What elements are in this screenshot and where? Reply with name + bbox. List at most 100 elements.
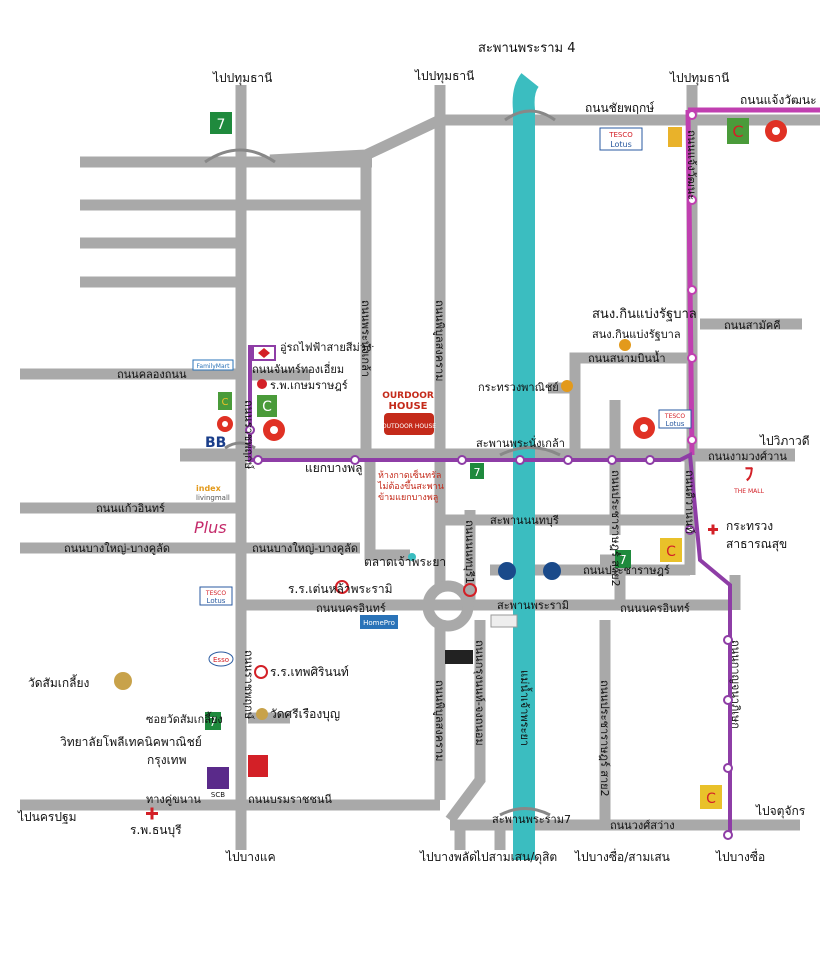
label-nakhon-in-1: ถนนนครอินทร์	[316, 602, 386, 615]
bts-depot-icon	[252, 345, 276, 361]
station	[350, 455, 360, 465]
central-flower-logo-icon	[263, 419, 285, 441]
livingmall-label: livingmall	[196, 494, 230, 502]
small-store-logo-icon	[490, 614, 518, 628]
label-ministry-2: สาธารณสุข	[726, 537, 787, 552]
red-cross-icon	[708, 524, 718, 535]
label-pracharat-sai2-b: ถนนประชาราษฎร์ สาย2	[598, 680, 611, 797]
station	[515, 455, 525, 465]
pink-line-vertical	[685, 109, 695, 456]
orange-dot-icon	[561, 380, 573, 392]
bridge-arch-1	[204, 148, 276, 164]
label-to-bangkhae: ไปบางแค	[225, 850, 276, 864]
bigc-logo-icon: C	[727, 118, 749, 144]
label-chaeng-rd-2: ถนนพิบูลสงคราม	[433, 680, 446, 761]
school-s-icon	[254, 665, 268, 679]
esso-label: Esso	[213, 656, 229, 664]
svg-text:7: 7	[619, 553, 627, 567]
svg-text:C: C	[262, 399, 272, 415]
station	[607, 455, 617, 465]
svg-text:C: C	[732, 122, 743, 141]
label-bridge-rama5: สะพานพระรามิ	[497, 599, 569, 612]
svg-text:C: C	[222, 397, 229, 408]
bigc-logo-icon: C	[218, 392, 232, 410]
label-rr-tenla: ร.ร.เต่นหล้าพระรามิ	[288, 582, 393, 596]
stations	[245, 110, 733, 840]
label-nakhon-in-2: ถนนนครอินทร์	[620, 602, 690, 615]
red-cross-icon	[146, 807, 158, 820]
central-flower-logo-icon	[765, 120, 787, 142]
label-nonthaburi-1: ถนนนนทบุรี1	[463, 520, 476, 584]
label-to-vibhavadi: ไปวิภาวดี	[759, 434, 810, 448]
lotus-label: Lotus	[610, 140, 632, 149]
station	[687, 435, 697, 445]
label-bang-yai-1: ถนนบางใหญ่-บางคูลัด	[64, 542, 170, 555]
temple-icon	[256, 708, 268, 720]
label-govt-lottery-1: สนง.กินแบ่งรัฐบาล	[592, 307, 697, 322]
label-thiwanon2: ถนนกาญจนาภิเษก	[729, 640, 742, 729]
label-river: แม่น้ำเจ้าพระยา	[518, 670, 533, 746]
esso-logo-icon: Esso	[208, 651, 234, 667]
station	[245, 425, 255, 435]
red-store-logo-icon	[248, 755, 268, 777]
label-talad-chao-phraya: ตลาดเจ้าพระยา	[364, 555, 446, 569]
label-to-nakhonpathom: ไปนครปฐม	[17, 810, 76, 824]
seven-eleven-logo-icon: 7	[615, 550, 631, 568]
label-bridge-rama4: สะพานพระราม 4	[478, 41, 575, 56]
scb-label: SCB	[211, 791, 225, 799]
label-kaeo-in: ถนนแก้วอินทร์	[96, 502, 165, 515]
label-polytech-2: กรุงเทพ	[147, 753, 187, 768]
tesco-lotus-logo-icon: TESCO Lotus	[199, 586, 233, 606]
bigc-logo-icon: C	[660, 538, 682, 562]
seven-eleven-logo-icon: 7	[205, 712, 221, 730]
dark-store-logo-icon	[445, 650, 473, 664]
label-to-samsen: ไปสามเสน/ดุสิต	[474, 850, 557, 865]
label-samakkhi: ถนนสามัคคี	[724, 319, 781, 332]
familymart-label: FamilyMart	[197, 363, 231, 370]
orange-dot-icon	[619, 339, 631, 351]
purple-line	[248, 345, 732, 835]
tesco-label: TESCO	[664, 413, 685, 420]
station	[687, 353, 697, 363]
scb-logo-icon: SCB	[207, 767, 229, 799]
mall-label: THE MALL	[733, 488, 764, 495]
road-v370	[364, 460, 410, 561]
label-outdoor-note-2: ไม่ต้องขึ้นสะพาน	[377, 479, 444, 492]
chao-phraya-river	[512, 73, 540, 860]
vertical-labels: ถนนราชพฤกษ์ ถนนราชพฤกษ์ ถนนพระนั่งเกล้า …	[242, 130, 742, 797]
label-bypass: ถนนพระนั่งเกล้า	[359, 300, 374, 377]
outdoor-label-1: OURDOOR	[382, 391, 434, 401]
station	[723, 830, 733, 840]
red-cross-icon	[257, 379, 267, 389]
label-jaengwattana: ถนนแจ้งวัฒนะ	[740, 93, 817, 107]
label-ratchapruek-2: ถนนราชพฤกษ์	[242, 650, 255, 719]
label-wat-sri: วัดศรีเรืองบุญ	[270, 707, 340, 722]
label-to-pathum-3: ไปปทุมธานี	[669, 71, 729, 86]
label-pracharat-sai2: ถนนประชาราษฎร์ สาย2	[609, 470, 622, 587]
station	[687, 285, 697, 295]
road-v480	[445, 620, 486, 824]
label-chaeng-rd: ถนนพิบูลสงคราม	[433, 300, 446, 381]
lotus-label: Lotus	[666, 420, 685, 428]
label-borom: ถนนบรมราชชนนี	[248, 793, 332, 806]
bb-label: BB	[205, 435, 226, 451]
station	[253, 455, 263, 465]
bridge-arch-rama4	[504, 109, 556, 122]
label-sanambinnam: ถนนสนามบินน้ำ	[588, 350, 666, 365]
label-to-pathum-2: ไปปทุมธานี	[414, 69, 474, 84]
svg-text:7: 7	[209, 715, 217, 729]
tesco-lotus-logo-icon: TESCO Lotus	[658, 409, 692, 429]
homepro-label: HomePro	[363, 619, 395, 627]
bridges	[204, 109, 561, 817]
label-tiwanon: ถนนติวานนท์	[683, 470, 696, 534]
plus-label: Plus	[194, 518, 227, 537]
road-top-diag	[269, 114, 515, 166]
gold-logo-icon	[668, 127, 682, 147]
label-to-bangsue-samsen: ไปบางซื่อ/สามเสน	[574, 848, 670, 864]
label-to-bangsue: ไปบางซื่อ	[715, 848, 765, 864]
bridge-arch-phranang	[499, 446, 561, 457]
label-govt-lottery-2: สนง.กินแบ่งรัฐบาล	[592, 328, 681, 341]
svg-text:ﾌ: ﾌ	[745, 464, 754, 485]
label-purple-depot: อู่รถไฟฟ้าสายสีม่วง	[280, 341, 371, 354]
